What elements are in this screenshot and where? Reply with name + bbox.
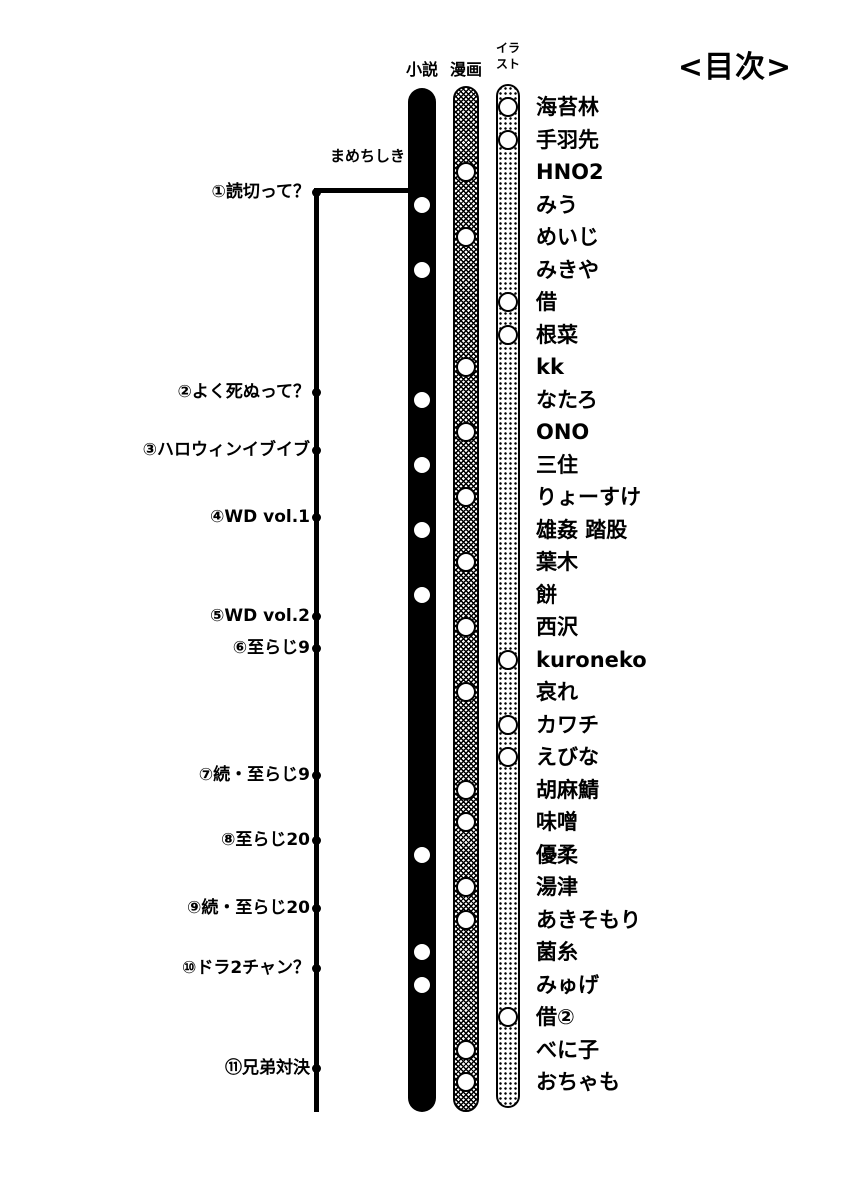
chapter-dot — [312, 187, 321, 197]
chapter-dot — [312, 770, 321, 780]
chapter-label: ④WD vol.1 — [209, 507, 310, 527]
chapter-dot — [312, 1063, 321, 1073]
contribution-marker-manga — [456, 812, 476, 832]
trivia-connector-line — [314, 188, 414, 193]
trivia-column-label: まめちしき — [330, 147, 406, 165]
chapter-dot — [312, 611, 321, 621]
contributor-name: kk — [536, 355, 564, 379]
contribution-marker-manga — [456, 779, 476, 800]
contributor-name: ONO — [536, 420, 590, 444]
contributor-name: 借② — [536, 1005, 575, 1029]
track-label-manga: 漫画 — [449, 60, 482, 79]
contributor-name: 味噌 — [536, 810, 578, 834]
chapter-dot — [312, 387, 321, 397]
contributor-name: りょーすけ — [536, 485, 641, 509]
contributor-name: 三住 — [536, 452, 578, 477]
manga-track-bar — [453, 86, 479, 1112]
chapter-label: ⑪兄弟対決 — [225, 1058, 310, 1078]
contributor-name: えびな — [536, 745, 599, 769]
contribution-marker-illust — [498, 714, 518, 735]
contribution-marker-novel — [412, 844, 432, 865]
contributor-name: みゅげ — [536, 972, 599, 997]
chapter-dot — [312, 963, 321, 973]
contribution-marker-novel — [412, 454, 432, 475]
contributor-name: カワチ — [536, 712, 599, 737]
contribution-marker-novel — [412, 974, 432, 995]
contribution-marker-illust — [498, 1007, 518, 1027]
contributor-name: 借 — [536, 290, 557, 314]
contributor-name: 湯津 — [536, 875, 578, 899]
chapter-label: ⑤WD vol.2 — [209, 606, 310, 626]
contributor-name: 手羽先 — [536, 127, 599, 152]
track-label-illust-line2: スト — [495, 57, 520, 71]
contribution-marker-illust — [498, 324, 518, 345]
contribution-marker-novel — [412, 194, 432, 215]
contributor-name: あきそもり — [536, 907, 641, 932]
contribution-marker-manga — [456, 227, 476, 247]
contributor-name: 海苔林 — [536, 95, 599, 119]
chapter-label: ⑦続・至らじ9 — [198, 765, 310, 785]
contributor-name: 胡麻鯖 — [536, 777, 599, 802]
contribution-marker-manga — [456, 877, 476, 897]
contribution-marker-manga — [456, 162, 476, 182]
contributor-name: おちゃも — [536, 1070, 620, 1094]
track-label-novel: 小説 — [405, 60, 438, 79]
track-label-illust: イラ スト — [482, 40, 534, 72]
contribution-marker-illust — [498, 747, 518, 767]
chapter-dot — [312, 903, 321, 913]
contribution-marker-illust — [498, 292, 518, 312]
contributor-name: なたろ — [536, 387, 598, 412]
illust-track-bar — [496, 84, 520, 1108]
contribution-marker-novel — [412, 584, 432, 605]
chapter-dot — [312, 512, 321, 522]
contribution-marker-manga — [456, 682, 476, 702]
contribution-marker-novel — [412, 259, 432, 280]
contributor-name: 哀れ — [536, 680, 578, 704]
contributor-name: べに子 — [536, 1037, 599, 1062]
chapter-dot — [312, 643, 321, 653]
contribution-marker-illust — [498, 129, 518, 150]
contributor-name: 菌糸 — [536, 940, 578, 964]
contributor-name: 雄姦 踏股 — [536, 517, 628, 542]
contribution-marker-novel — [412, 519, 432, 540]
contribution-marker-novel — [412, 389, 432, 410]
chapter-label: ①読切って？ — [211, 182, 310, 202]
chapter-dot — [312, 835, 321, 845]
contributor-name: 餅 — [536, 582, 557, 607]
contributor-name: kuroneko — [536, 647, 647, 672]
contribution-marker-manga — [456, 1072, 476, 1092]
track-label-illust-line1: イラ — [495, 41, 520, 55]
contribution-marker-illust — [498, 649, 518, 670]
contribution-marker-manga — [456, 552, 476, 572]
chapter-label: ⑩ドラ2チャン？ — [181, 958, 310, 978]
chapter-dot — [312, 445, 321, 455]
contributor-name: 西沢 — [536, 615, 578, 639]
contribution-marker-manga — [456, 487, 476, 507]
chapter-label: ⑧至らじ20 — [220, 830, 310, 850]
contributor-name: 葉木 — [536, 550, 578, 574]
contributor-name: 優柔 — [536, 842, 578, 867]
contributor-name: めいじ — [536, 225, 599, 249]
contribution-marker-illust — [498, 97, 518, 117]
contributor-name: みう — [536, 192, 578, 217]
contributor-name: みきや — [536, 257, 599, 282]
contributor-name: 根菜 — [536, 322, 578, 347]
contribution-marker-manga — [456, 617, 476, 637]
contribution-marker-manga — [456, 909, 476, 930]
contributor-name: HNO2 — [536, 160, 604, 184]
chapter-label: ③ハロウィンイブイブ — [142, 440, 310, 460]
chapter-label: ⑥至らじ9 — [232, 638, 310, 658]
contribution-marker-novel — [412, 942, 432, 962]
contribution-marker-manga — [456, 357, 476, 377]
contribution-marker-manga — [456, 1039, 476, 1060]
page-title: <目次> — [677, 50, 793, 85]
contribution-marker-manga — [456, 422, 476, 442]
chapter-label: ②よく死ぬって？ — [177, 382, 310, 402]
chapter-label: ⑨続・至らじ20 — [186, 898, 310, 918]
